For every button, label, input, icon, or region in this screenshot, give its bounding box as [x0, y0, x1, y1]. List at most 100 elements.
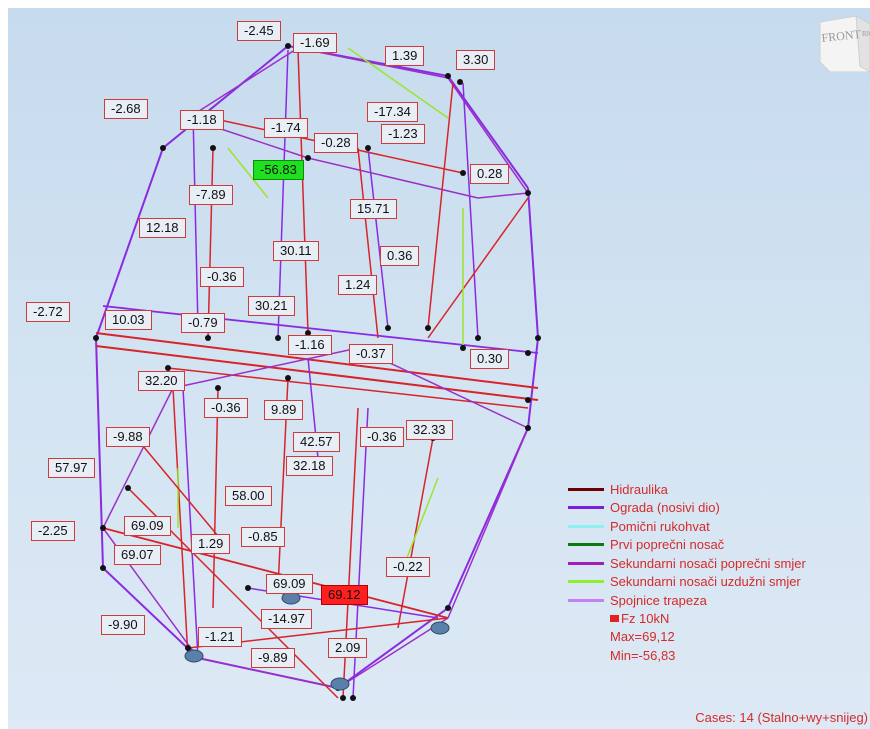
force-label[interactable]: -9.90 — [101, 615, 145, 635]
force-label[interactable]: -2.72 — [26, 302, 70, 322]
force-label[interactable]: 0.28 — [470, 164, 510, 184]
force-label[interactable]: -14.97 — [261, 609, 312, 629]
force-label[interactable]: 30.11 — [273, 241, 319, 261]
min-force-label[interactable]: -56.83 — [253, 160, 304, 180]
diagonal-member — [397, 437, 434, 629]
force-scale-icon — [610, 615, 619, 623]
force-label[interactable]: -2.25 — [31, 521, 75, 541]
vertical-member — [172, 387, 189, 659]
node — [425, 325, 431, 331]
node — [205, 335, 211, 341]
view-cube-icon[interactable]: FRONT RIG — [816, 14, 870, 72]
force-label[interactable]: 1.29 — [191, 534, 231, 554]
force-label[interactable]: 9.89 — [264, 400, 304, 420]
force-label[interactable]: -7.89 — [189, 185, 233, 205]
outer-frame-member — [337, 607, 449, 689]
force-label[interactable]: -0.79 — [181, 313, 225, 333]
force-label[interactable]: 12.18 — [139, 218, 186, 238]
outer-frame-member — [527, 187, 539, 339]
lower-truss-member — [447, 427, 529, 619]
legend-item: Sekundarni nosači poprečni smjer — [568, 554, 870, 573]
view-cube-face-label: FRONT — [821, 27, 862, 45]
force-label[interactable]: -9.88 — [106, 427, 150, 447]
secondary-member — [347, 47, 449, 119]
force-label[interactable]: 69.09 — [124, 516, 171, 536]
force-label[interactable]: 69.09 — [266, 574, 313, 594]
outer-frame-member — [102, 567, 199, 659]
force-label[interactable]: -0.22 — [386, 557, 430, 577]
node — [460, 345, 466, 351]
support-icon — [430, 621, 450, 635]
lower-truss-member — [197, 657, 339, 689]
force-label[interactable]: 0.36 — [380, 246, 420, 266]
force-label[interactable]: -17.34 — [367, 102, 418, 122]
diagonal-member — [127, 427, 229, 549]
force-label[interactable]: -9.89 — [251, 648, 295, 668]
secondary-member — [227, 147, 269, 199]
node — [350, 695, 356, 701]
force-label[interactable]: 32.18 — [286, 456, 333, 476]
force-label[interactable]: 10.03 — [105, 310, 152, 330]
legend-swatch — [568, 543, 604, 547]
outer-frame-member — [447, 75, 529, 189]
force-label[interactable]: -1.18 — [180, 110, 224, 130]
force-label[interactable]: -0.85 — [241, 527, 285, 547]
force-label[interactable]: 0.30 — [470, 349, 510, 369]
vertical-member — [212, 387, 219, 609]
force-label[interactable]: 32.20 — [138, 371, 185, 391]
crossbeam-member — [95, 332, 539, 389]
upper-truss-member — [477, 192, 529, 199]
vertical-member — [207, 147, 214, 339]
crossbeam-member — [167, 367, 529, 409]
vertical-member — [367, 147, 389, 329]
node — [305, 330, 311, 336]
force-label[interactable]: 30.21 — [248, 296, 295, 316]
vertical-member — [357, 147, 379, 339]
force-label[interactable]: -1.21 — [198, 627, 242, 647]
force-label[interactable]: -1.23 — [381, 124, 425, 144]
force-label[interactable]: -2.45 — [237, 21, 281, 41]
legend-item: Hidraulika — [568, 480, 870, 499]
force-label[interactable]: -0.36 — [360, 427, 404, 447]
force-label[interactable]: 32.33 — [406, 420, 453, 440]
legend-label: Sekundarni nosači poprečni smjer — [610, 555, 806, 571]
force-label[interactable]: 42.57 — [293, 432, 340, 452]
force-label[interactable]: 2.09 — [328, 638, 368, 658]
force-label[interactable]: -2.68 — [104, 99, 148, 119]
lower-truss-member — [102, 387, 174, 529]
legend-label: Sekundarni nosači uzdužni smjer — [610, 574, 801, 590]
outer-frame-member — [162, 45, 289, 149]
force-label[interactable]: -0.28 — [314, 133, 358, 153]
force-label[interactable]: -0.37 — [349, 344, 393, 364]
crossbeam-member — [102, 305, 539, 354]
force-label[interactable]: 57.97 — [48, 458, 95, 478]
node — [340, 695, 346, 701]
node — [275, 335, 281, 341]
vertical-member — [427, 82, 454, 329]
force-label[interactable]: -1.74 — [264, 118, 308, 138]
max-force-label[interactable]: 69.12 — [321, 585, 368, 605]
legend-label: Spojnice trapeza — [610, 592, 707, 608]
legend-item: Ograda (nosivi dio) — [568, 499, 870, 518]
force-label[interactable]: 15.71 — [350, 199, 397, 219]
force-label[interactable]: 3.30 — [456, 50, 496, 70]
vertical-member — [182, 387, 199, 659]
force-label[interactable]: -1.69 — [293, 33, 337, 53]
outer-frame-member — [95, 337, 104, 569]
force-label[interactable]: 1.24 — [338, 275, 378, 295]
force-label[interactable]: 1.39 — [385, 46, 425, 66]
legend-swatch — [568, 580, 604, 584]
force-label[interactable]: -0.36 — [204, 398, 248, 418]
node — [100, 565, 106, 571]
force-label[interactable]: -1.16 — [288, 335, 332, 355]
force-label[interactable]: 58.00 — [225, 486, 272, 506]
force-label[interactable]: -0.36 — [200, 267, 244, 287]
legend-swatch — [568, 524, 604, 528]
node — [125, 485, 131, 491]
node — [525, 190, 531, 196]
node — [385, 325, 391, 331]
max-label: Max=69,12 — [610, 629, 675, 644]
force-label[interactable]: 69.07 — [114, 545, 161, 565]
